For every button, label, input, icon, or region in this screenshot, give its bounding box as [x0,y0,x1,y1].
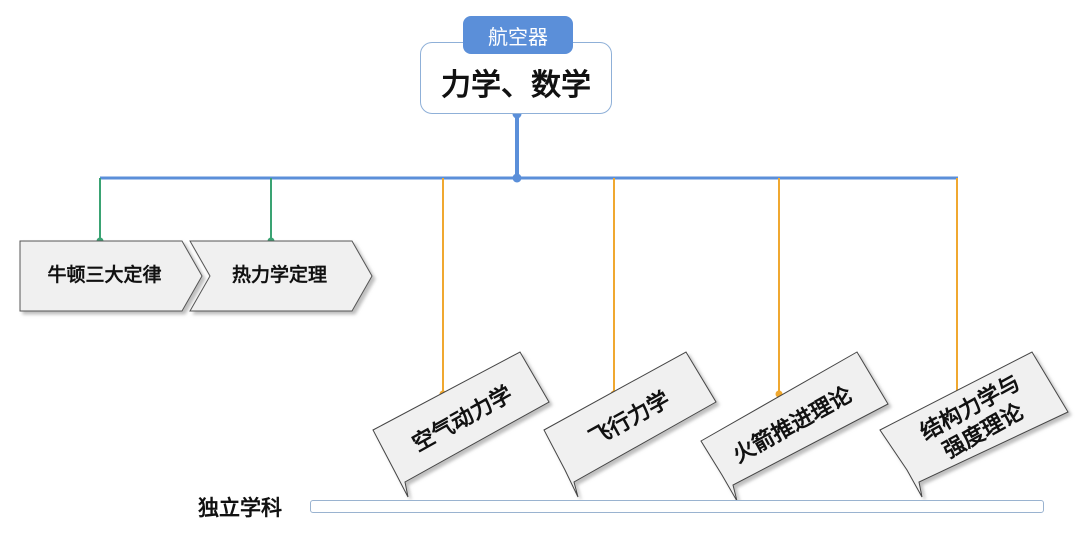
foundation-chevron-1 [19,240,203,312]
discipline-flag-3 [700,351,889,502]
bus-center-dot [512,173,522,183]
root-tag: 航空器 [463,16,573,54]
discipline-flag-2 [543,351,717,498]
foundation-label-2: 热力学定理 [231,264,327,287]
foundation-label-1: 牛顿三大定律 [47,264,162,287]
discipline-flag-4 [879,351,1069,498]
independent-bar [310,500,1044,513]
root-title: 力学、数学 [441,68,591,103]
independent-label: 独立学科 [198,496,282,520]
foundation-chevron-2 [189,240,373,312]
discipline-flag-1 [372,351,550,498]
